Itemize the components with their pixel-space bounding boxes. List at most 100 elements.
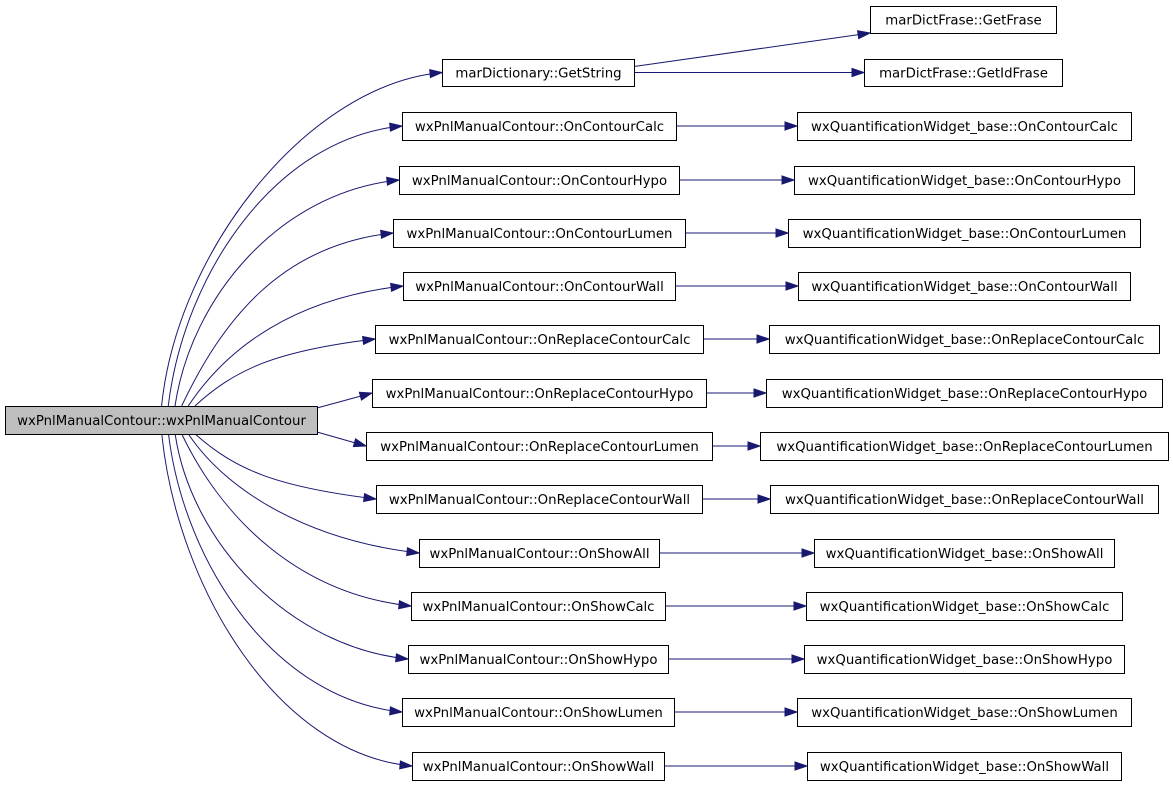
node-sall[interactable]: wxPnlManualContour::OnShowAll (419, 539, 660, 568)
node-getidfrase[interactable]: marDictFrase::GetIdFrase (864, 59, 1063, 87)
edge-arrowhead (784, 707, 799, 717)
node-box (794, 166, 1135, 195)
edge-arrowhead (395, 653, 410, 663)
edge-arrowhead (793, 601, 808, 611)
node-label: wxQuantificationWidget_base::OnReplaceCo… (785, 333, 1145, 348)
edge-sall-to-sall-b (659, 548, 816, 558)
edge-arrowhead (756, 334, 771, 344)
edge-arrowhead (429, 68, 444, 79)
edge-line (167, 125, 403, 407)
node-lumen-b[interactable]: wxQuantificationWidget_base::OnContourLu… (788, 219, 1141, 248)
edge-arrowhead (386, 176, 401, 186)
edge-root-to-calc (167, 122, 404, 407)
node-box (399, 166, 680, 195)
node-calc-b[interactable]: wxQuantificationWidget_base::OnContourCa… (797, 112, 1132, 141)
node-slumen[interactable]: wxPnlManualContour::OnShowLumen (402, 698, 675, 727)
node-wall[interactable]: wxPnlManualContour::OnContourWall (403, 272, 676, 301)
edge-slumen-to-slumen-b (674, 707, 799, 717)
edge-root-to-scalc (181, 433, 413, 610)
node-label: wxQuantificationWidget_base::OnContourWa… (811, 280, 1117, 295)
edge-root-to-slumen (168, 433, 404, 716)
node-getstring[interactable]: marDictionary::GetString (442, 59, 635, 87)
edge-arrowhead (757, 494, 772, 504)
node-rlumen[interactable]: wxPnlManualContour::OnReplaceContourLume… (366, 432, 713, 461)
edge-root-to-hypo (174, 176, 401, 407)
node-rcalc[interactable]: wxPnlManualContour::OnReplaceContourCalc (375, 325, 704, 354)
edge-arrowhead (406, 546, 421, 557)
node-box (402, 698, 675, 727)
node-calc[interactable]: wxPnlManualContour::OnContourCalc (402, 112, 677, 141)
node-box (393, 219, 686, 248)
edge-line (187, 285, 404, 407)
edge-arrowhead (352, 438, 368, 448)
edge-arrowhead (747, 441, 762, 451)
node-scalc[interactable]: wxPnlManualContour::OnShowCalc (411, 592, 666, 621)
node-box (769, 325, 1160, 354)
node-box (402, 112, 677, 141)
edge-root-to-lumen (181, 229, 395, 407)
node-rlumen-b[interactable]: wxQuantificationWidget_base::OnReplaceCo… (760, 432, 1169, 461)
node-rhypo-b[interactable]: wxQuantificationWidget_base::OnReplaceCo… (766, 379, 1163, 408)
edge-arrowhead (389, 122, 404, 132)
node-box (419, 539, 660, 568)
edge-hypo-to-hypo-b (679, 175, 796, 185)
node-label: wxQuantificationWidget_base::OnShowAll (826, 547, 1104, 562)
edge-arrowhead (362, 335, 377, 346)
node-rhypo[interactable]: wxPnlManualContour::OnReplaceContourHypo (372, 379, 707, 408)
edge-root-to-rlumen (316, 431, 368, 448)
edge-arrowhead (399, 760, 414, 770)
node-box (766, 379, 1163, 408)
node-box (5, 406, 318, 435)
node-shypo-b[interactable]: wxQuantificationWidget_base::OnShowHypo (804, 645, 1125, 674)
edge-root-to-rwall (194, 433, 378, 503)
edge-arrowhead (794, 761, 809, 771)
edge-line (174, 179, 400, 407)
edge-root-to-rhypo (316, 391, 374, 409)
node-box (375, 325, 704, 354)
node-box (366, 432, 713, 461)
node-box (372, 379, 707, 408)
node-swall-b[interactable]: wxQuantificationWidget_base::OnShowWall (807, 752, 1122, 781)
node-sall-b[interactable]: wxQuantificationWidget_base::OnShowAll (814, 539, 1115, 568)
edge-rwall-to-rwall-b (702, 494, 772, 504)
node-box (864, 59, 1063, 87)
node-box (804, 645, 1125, 674)
node-label: wxPnlManualContour::OnContourLumen (407, 227, 673, 242)
node-box (798, 272, 1131, 301)
edge-arrowhead (784, 121, 799, 131)
edge-line (174, 433, 409, 660)
edge-arrowhead (775, 228, 790, 238)
node-rwall[interactable]: wxPnlManualContour::OnReplaceContourWall (376, 485, 703, 514)
node-swall[interactable]: wxPnlManualContour::OnShowWall (412, 752, 665, 781)
node-label: wxPnlManualContour::OnReplaceContourLume… (380, 440, 699, 455)
edge-root-to-wall (187, 282, 405, 407)
node-shypo[interactable]: wxPnlManualContour::OnShowHypo (408, 645, 669, 674)
node-label: wxPnlManualContour::OnReplaceContourHypo (386, 387, 694, 402)
edge-root-to-swall (161, 433, 414, 770)
node-label: wxQuantificationWidget_base::OnShowLumen (811, 706, 1118, 721)
edge-arrowhead (389, 706, 404, 716)
edge-root-to-rcalc (194, 335, 377, 407)
node-box (806, 592, 1123, 621)
edge-line (633, 32, 871, 67)
node-lumen[interactable]: wxPnlManualContour::OnContourLumen (393, 219, 686, 248)
node-root[interactable]: wxPnlManualContour::wxPnlManualContour (5, 406, 318, 435)
node-label: wxQuantificationWidget_base::OnShowHypo (817, 653, 1113, 668)
node-getfrase[interactable]: marDictFrase::GetFrase (870, 6, 1057, 34)
edge-rlumen-to-rlumen-b (712, 441, 762, 451)
node-label: wxPnlManualContour::OnShowWall (423, 760, 654, 775)
node-box (797, 698, 1132, 727)
node-box (412, 752, 665, 781)
node-hypo-b[interactable]: wxQuantificationWidget_base::OnContourHy… (794, 166, 1135, 195)
node-wall-b[interactable]: wxQuantificationWidget_base::OnContourWa… (798, 272, 1131, 301)
node-scalc-b[interactable]: wxQuantificationWidget_base::OnShowCalc (806, 592, 1123, 621)
node-label: wxPnlManualContour::wxPnlManualContour (17, 414, 306, 429)
edge-shypo-to-shypo-b (668, 654, 806, 664)
node-slumen-b[interactable]: wxQuantificationWidget_base::OnShowLumen (797, 698, 1132, 727)
node-hypo[interactable]: wxPnlManualContour::OnContourHypo (399, 166, 680, 195)
edge-getstring-to-getfrase (633, 30, 872, 67)
node-label: wxQuantificationWidget_base::OnReplaceCo… (776, 440, 1152, 455)
node-rcalc-b[interactable]: wxQuantificationWidget_base::OnReplaceCo… (769, 325, 1160, 354)
node-rwall-b[interactable]: wxQuantificationWidget_base::OnReplaceCo… (770, 485, 1159, 514)
edge-arrowhead (380, 229, 395, 239)
